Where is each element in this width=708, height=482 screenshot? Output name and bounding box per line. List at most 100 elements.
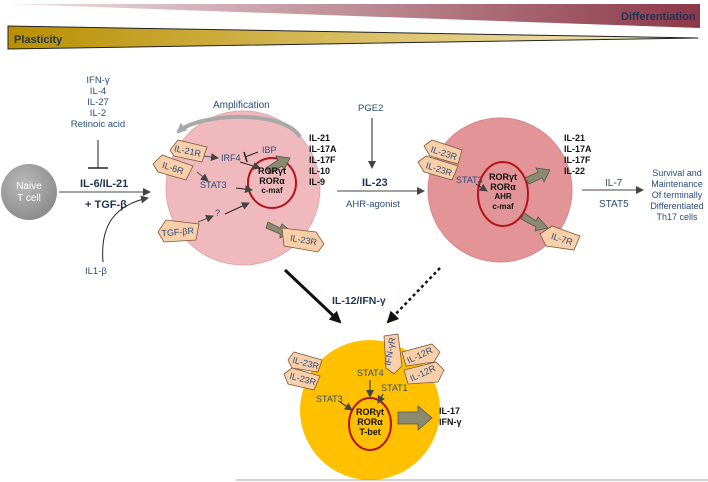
output-item: IL-10 (309, 166, 331, 176)
label-ifngr: IFN-γR (383, 336, 398, 366)
output-item: IL-17 (439, 406, 461, 416)
output-arrow-5 (397, 405, 433, 431)
result-line: Th17 cells (656, 212, 698, 222)
cell3-outputs: IL-17 IFN-γ (439, 406, 462, 428)
signal-stat3-2: STAT3 (456, 175, 483, 185)
factor-rorgt: RORγt (257, 166, 287, 176)
receptor-il12r-1 (401, 343, 441, 367)
cell1-outputs: IL-21 IL-17A IL-17F IL-10 IL-9 (309, 133, 337, 188)
plasticity-wedge (7, 25, 699, 50)
ibp-inhibit (244, 151, 259, 158)
arrow-question (224, 202, 250, 215)
inhibitor-list: IFN-γ IL-4 IL-27 IL-2 Retinoic acid (71, 75, 125, 130)
nucleus-2 (477, 161, 529, 227)
factor-rorgt: RORγt (488, 172, 518, 182)
receptor-il21r-1 (169, 139, 208, 163)
nucleus-3-factors: RORγt RORα T-bet (356, 407, 384, 437)
signal-pge2: PGE2 (358, 103, 384, 114)
arrow-il1b (102, 195, 149, 263)
arrow-cell1-to-cell3 (283, 268, 342, 324)
cytokine-il7: IL-7 (605, 178, 623, 189)
output-item: IL-17A (564, 144, 592, 154)
factor-rorgt: RORγt (355, 407, 385, 417)
receptor-il23r-1 (281, 227, 325, 253)
factor-tbet: T-bet (359, 427, 381, 437)
factor-cmaf: c-maf (261, 186, 283, 195)
naive-t-cell (1, 164, 57, 220)
branch-label: IL-12/IFN-γ (332, 295, 386, 307)
arrow-stat3-3 (339, 401, 353, 411)
cytokine-il1b: IL1-β (85, 266, 107, 277)
naive-line-1: Naive (16, 181, 42, 192)
output-item: IL-17F (309, 155, 336, 165)
factor-cmaf: c-maf (492, 202, 514, 211)
naive-cell-label: Naive T cell (16, 181, 42, 205)
output-item: IL-17F (564, 155, 591, 165)
result-line: Maintenance (651, 179, 703, 189)
receptor-il23r-2a (423, 139, 463, 165)
cytokine-il23: IL-23 (362, 177, 388, 189)
plasticity-label: Plasticity (14, 34, 63, 46)
output-item: IL-17A (309, 144, 337, 154)
signal-irf4: IRF4 (221, 153, 241, 163)
nucleus-1-factors: RORγt RORα c-maf (258, 166, 286, 196)
receptor-il6r (152, 154, 194, 181)
output-arrow-3 (524, 167, 551, 185)
arrow-irf4 (202, 153, 219, 162)
output-arrow-4 (520, 212, 549, 232)
output-item: IL-22 (564, 166, 586, 176)
cytokines-il6-il21: IL-6/IL-21 (80, 178, 129, 190)
inhibitor-item: IL-27 (87, 97, 109, 108)
differentiation-label: Differentiation (621, 11, 696, 23)
result-text: Survival and Maintenance Of terminally D… (650, 168, 703, 223)
arrow-stat1 (377, 393, 385, 404)
arrow-stat3-1 (196, 171, 209, 182)
factor-rora: RORα (259, 176, 285, 186)
signal-stat1: STAT1 (381, 383, 408, 393)
ibp-inhibit-bar (243, 151, 248, 163)
arrow-cell2-to-cell3 (386, 267, 441, 324)
arrow-tgfbr (197, 214, 214, 223)
arrow-irf4-to-nucleus (239, 161, 261, 170)
cell2-outputs: IL-21 IL-17A IL-17F IL-22 (564, 133, 592, 177)
naive-line-2: T cell (17, 193, 41, 204)
signal-question: ? (215, 208, 221, 218)
receptor-il12r-2 (403, 361, 445, 385)
label-il23r-1: IL-23R (289, 233, 318, 248)
arrow-stat3-to-nucleus (235, 185, 253, 194)
inhibitor-item: IL-2 (89, 108, 107, 119)
receptor-il23r-2b (417, 155, 459, 181)
output-item: IL-21 (309, 133, 331, 143)
inhibitor-item: Retinoic acid (70, 119, 126, 130)
receptor-shapes (152, 139, 581, 391)
signal-stat3-3: STAT3 (316, 394, 343, 404)
signal-ahr-agonist: AHR-agonist (346, 199, 400, 210)
result-line: Of terminally (651, 190, 703, 200)
output-item: IL-21 (564, 133, 586, 143)
receptor-il7r (539, 225, 581, 251)
cytokine-tgfb: + TGF-β (85, 199, 127, 211)
receptor-il23r-3b (283, 367, 321, 391)
result-line: Survival and (652, 168, 702, 178)
differentiation-wedge (8, 4, 700, 28)
inhibitor-item: IL-4 (89, 86, 107, 97)
inhibitor-item: IFN-γ (86, 75, 110, 86)
amplification-arrow (176, 114, 302, 139)
receptor-il23r-3a (287, 351, 323, 373)
arrow-stat3-2 (475, 183, 488, 192)
nucleus-3 (348, 397, 392, 451)
signal-stat4: STAT4 (357, 368, 384, 378)
factor-rora: RORα (490, 182, 516, 192)
receptor-tgfbr (157, 219, 200, 243)
receptor-ifngr (383, 333, 403, 375)
output-item: IFN-γ (439, 417, 462, 427)
output-arrow-1 (265, 155, 291, 175)
signal-stat5: STAT5 (599, 199, 629, 210)
result-line: Differentiated (650, 201, 704, 211)
label-tgfbr: TGF-βR (161, 226, 195, 239)
factor-rora: RORα (357, 417, 383, 427)
output-item: IL-9 (309, 177, 326, 187)
signal-stat3-1: STAT3 (200, 180, 227, 190)
